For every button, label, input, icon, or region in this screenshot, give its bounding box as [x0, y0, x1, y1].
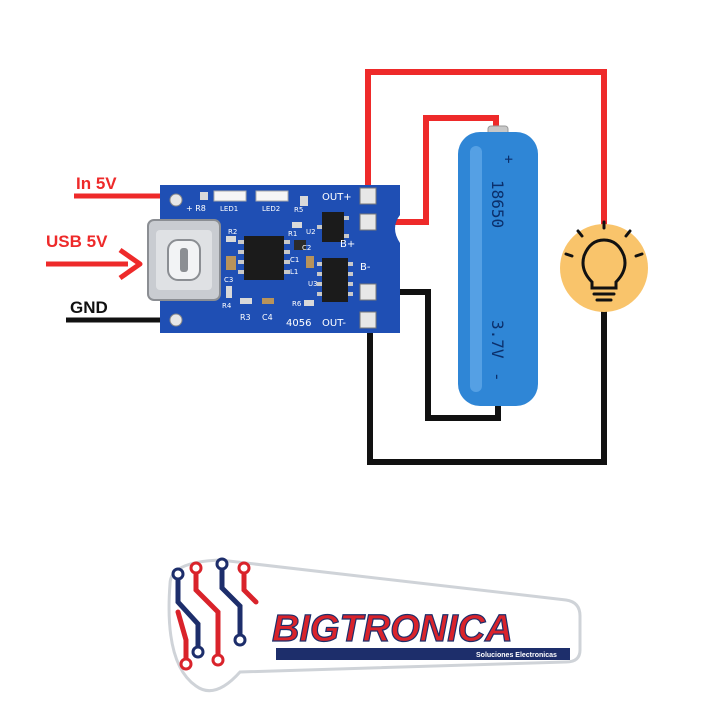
wire-b-minus-to-battery	[370, 289, 501, 421]
capacitor-c2	[306, 256, 314, 268]
capacitor-c4	[262, 298, 274, 304]
chip-4056	[238, 236, 290, 280]
silk-l1: L1	[290, 268, 298, 276]
resistor-r6	[304, 300, 314, 306]
label-in-5v: In 5V	[76, 174, 117, 193]
usb-c-connector	[147, 219, 221, 301]
led2	[255, 190, 289, 202]
battery-voltage: 3.7V	[488, 320, 507, 359]
silk-model: 4056	[286, 318, 311, 329]
silk-b-minus: B-	[360, 262, 371, 273]
wire-b-plus-to-battery	[368, 115, 499, 225]
silk-u2: U2	[306, 228, 316, 236]
label-gnd: GND	[70, 298, 108, 317]
resistor-r3	[240, 298, 252, 304]
resistor-r5	[300, 196, 308, 206]
silk-led1: LED1	[220, 205, 238, 213]
bigtronica-logo: BIGTRONICA Soluciones Electronicas	[167, 557, 582, 693]
pad-out-minus	[359, 311, 377, 329]
silk-b-plus: B+	[340, 239, 355, 250]
resistor-r1	[292, 222, 302, 228]
wire-out-minus-to-lamp	[367, 306, 607, 465]
silk-r1: R1	[288, 230, 297, 238]
silk-c1: C1	[290, 256, 299, 264]
wire-out-plus-to-lamp	[365, 69, 607, 228]
battery-highlight	[470, 146, 482, 392]
silk-c3: C3	[224, 276, 233, 284]
resistor-r8	[200, 192, 208, 200]
logo-name: BIGTRONICA	[272, 608, 513, 650]
silk-out-plus: OUT+	[322, 192, 352, 203]
silk-led2: LED2	[262, 205, 280, 213]
pad-b-minus	[359, 283, 377, 301]
battery-18650: + 18650 3.7V -	[458, 125, 538, 406]
pad-b-plus	[359, 213, 377, 231]
capacitor-c3	[226, 256, 236, 270]
silk-c4: C4	[262, 313, 273, 322]
lightbulb-icon	[564, 220, 644, 302]
silk-out-minus: OUT-	[322, 318, 346, 329]
logo-trace-ends	[171, 557, 251, 671]
pad-out-plus	[359, 187, 377, 205]
battery-minus: -	[488, 372, 507, 382]
lamp-background	[560, 224, 648, 312]
logo-tagline: Soluciones Electronicas	[476, 652, 557, 659]
circuit-traces-icon	[175, 561, 259, 667]
pad-gnd	[169, 313, 183, 327]
battery-plus: +	[500, 155, 516, 163]
silk-u3: U3	[308, 280, 318, 288]
led1	[213, 190, 247, 202]
charger-board: + R8 LED1 LED2 R5 OUT+ B+ B- OUT- R2 R1 …	[147, 185, 400, 333]
silk-r8: + R8	[186, 204, 206, 213]
arrow-head	[118, 247, 143, 281]
silk-r5: R5	[294, 206, 303, 214]
silk-r4: R4	[222, 302, 232, 310]
chip-u2	[317, 212, 349, 242]
resistor-r2	[226, 236, 236, 242]
silk-r2: R2	[228, 228, 237, 236]
lamp	[560, 220, 648, 312]
silk-c2: C2	[302, 244, 311, 252]
label-usb-5v: USB 5V	[46, 232, 108, 251]
usb-arrow	[46, 247, 143, 281]
silkscreen-labels: + R8 LED1 LED2 R5 OUT+ B+ B- OUT- R2 R1 …	[186, 192, 371, 329]
silk-r6: R6	[292, 300, 302, 308]
capacitor-c1	[294, 240, 306, 250]
pad-in-plus	[169, 193, 183, 207]
logo-tagline-bar	[276, 648, 570, 660]
chip-u3	[317, 258, 353, 302]
battery-model: 18650	[488, 180, 507, 228]
wires	[66, 69, 607, 465]
resistor-r4	[226, 286, 232, 298]
silk-r3: R3	[240, 313, 251, 322]
